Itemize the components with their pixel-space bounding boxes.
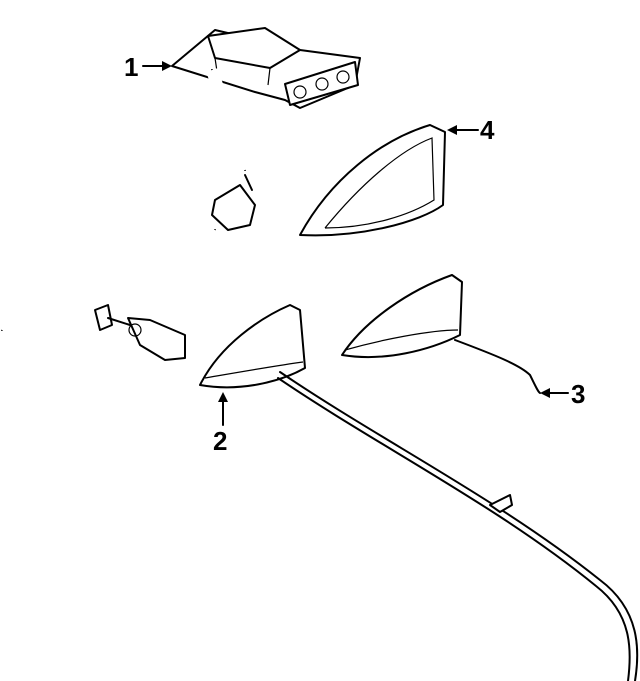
callout-1: 1 [124, 52, 139, 82]
callout-arrows [142, 61, 569, 426]
part-3-antenna [341, 274, 541, 394]
part-1-module [171, 27, 361, 109]
callout-3: 3 [571, 379, 586, 409]
callout-2: 2 [213, 426, 228, 456]
part-4-antenna-cover [299, 124, 446, 237]
part-2-antenna [199, 304, 639, 681]
part-1-harness [0, 68, 256, 361]
callout-4: 4 [480, 115, 495, 145]
